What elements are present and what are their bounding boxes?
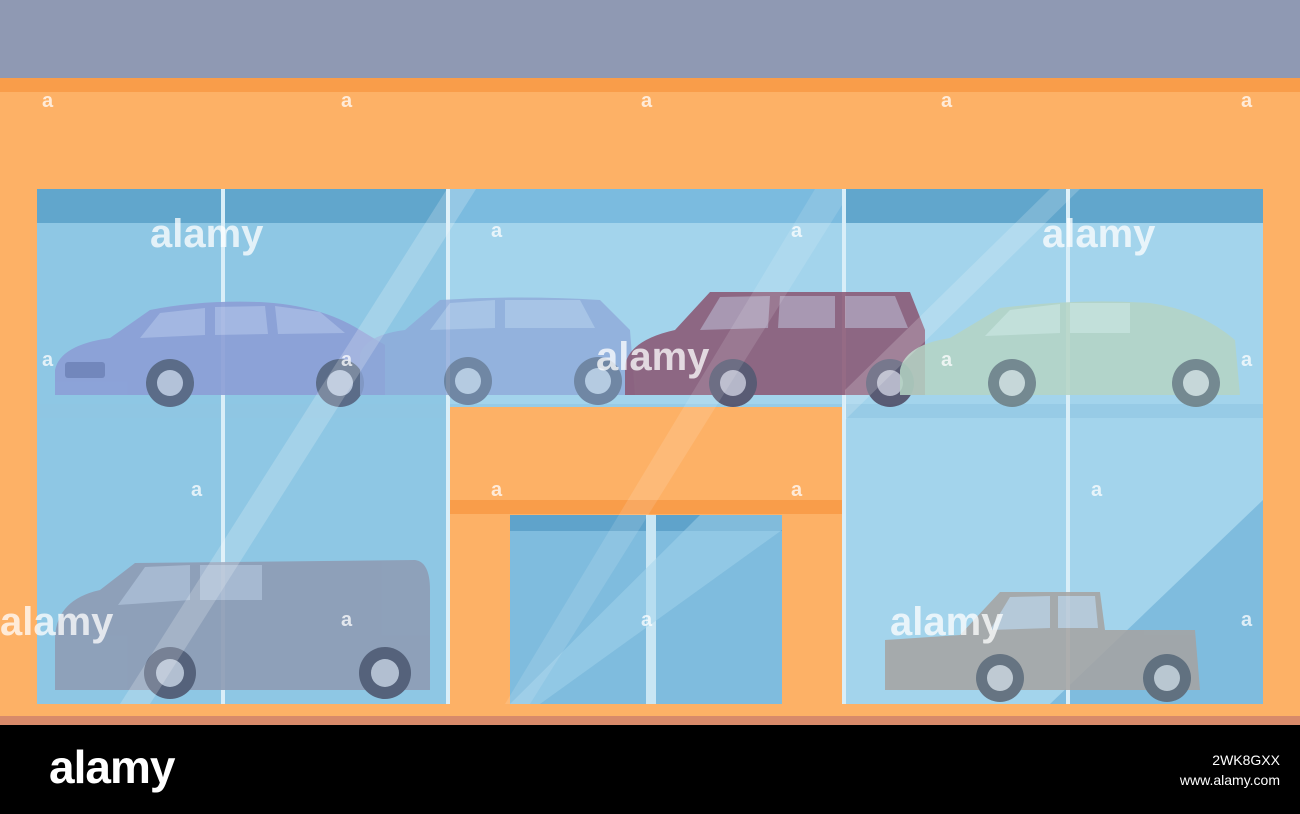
watermark-small: a <box>1091 479 1103 501</box>
watermark-small: a <box>341 609 353 631</box>
mullion <box>446 189 450 704</box>
watermark-small: a <box>1241 90 1253 112</box>
watermark-small: a <box>1241 609 1253 631</box>
watermark-small: a <box>341 349 353 371</box>
mullion <box>1066 189 1070 704</box>
watermark-small: a <box>791 479 803 501</box>
watermark-large: alamy <box>890 600 1004 644</box>
watermark-large: alamy <box>150 212 264 256</box>
image-id: 2WK8GXX <box>1212 752 1280 768</box>
watermark-small: a <box>791 220 803 242</box>
watermark-small: a <box>42 90 54 112</box>
ground-line <box>0 716 1300 725</box>
pickup-truck <box>885 592 1200 702</box>
mullion <box>842 189 846 704</box>
watermark-small: a <box>191 479 203 501</box>
watermark-large: alamy <box>0 600 114 644</box>
watermark-small: a <box>491 220 503 242</box>
watermark-small: a <box>42 349 54 371</box>
van-gray <box>55 560 430 699</box>
car-red-wagon <box>625 292 925 407</box>
footer-bar <box>0 725 1300 814</box>
watermark-small: a <box>941 90 953 112</box>
site-url: www.alamy.com <box>1179 772 1280 788</box>
footer-credit: 2WK8GXX www.alamy.com <box>1180 750 1280 790</box>
watermark-small: a <box>641 609 653 631</box>
watermark-large: alamy <box>596 335 710 379</box>
entrance-door <box>510 515 782 704</box>
sky-band <box>0 0 1300 78</box>
footer-logo: alamy <box>49 741 175 793</box>
watermark-small: a <box>491 479 503 501</box>
mullion <box>221 189 225 704</box>
car-green-sedan <box>900 301 1240 407</box>
showroom-scene: alamy alamy alamy alamy alamy a a a a a … <box>0 0 1300 725</box>
sign-panel-trim <box>450 500 842 514</box>
watermark-small: a <box>341 90 353 112</box>
car-blue-sedan <box>55 301 385 407</box>
roof-trim <box>0 78 1300 92</box>
car-blue-hatchback <box>360 297 635 405</box>
watermark-small: a <box>641 90 653 112</box>
watermark-small: a <box>1241 349 1253 371</box>
glass-reflection <box>120 189 476 704</box>
watermark-large: alamy <box>1042 212 1156 256</box>
glass-reflection <box>505 189 842 704</box>
watermark-small: a <box>941 349 953 371</box>
glass-reflection <box>845 189 1080 420</box>
center-sign-panel <box>450 407 842 507</box>
